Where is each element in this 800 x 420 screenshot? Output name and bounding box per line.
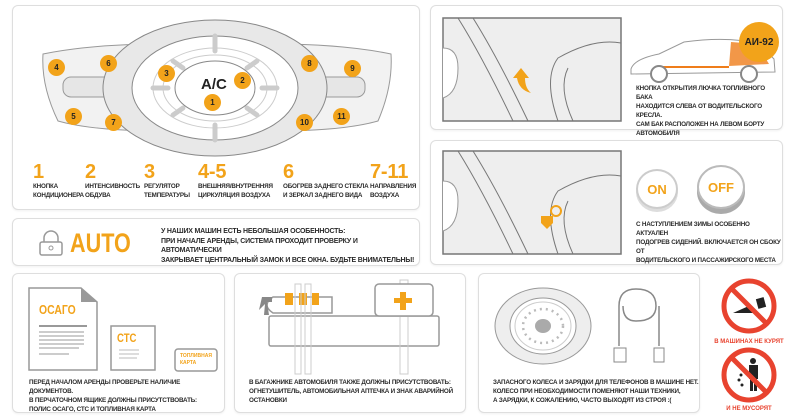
text-line: закрывает центральный замок и все окна. … xyxy=(161,256,415,264)
spare-description: Запасного колеса и зарядки для телефонов… xyxy=(493,378,699,405)
no-smoking-icon xyxy=(721,278,777,334)
marker-9: 9 xyxy=(344,60,361,77)
seat-heating-on-button[interactable]: ON xyxy=(636,169,678,209)
spare-wheel-panel: Запасного колеса и зарядки для телефонов… xyxy=(478,273,700,413)
marker-10: 10 xyxy=(296,114,313,131)
fuel-lever-illustration xyxy=(442,17,622,122)
legend-line: циркуляция воздуха xyxy=(198,192,271,199)
no-littering-label: и не мусорят xyxy=(726,406,772,412)
no-smoking-label: В машинах не курят xyxy=(714,339,784,345)
auto-title: AUTO xyxy=(70,228,131,258)
legend-item: 4-5Внешняя/внутренняя циркуляция воздуха xyxy=(198,162,273,200)
text-line: а зарядки, к сожалению, часто выходят из… xyxy=(493,397,672,404)
text-line: водительского и пассажирского места xyxy=(636,257,776,264)
on-label: ON xyxy=(647,181,667,197)
legend-line: Интенсивность xyxy=(85,183,140,190)
marker-1: 1 xyxy=(204,94,221,111)
text-line: полис ОСАГО, СТС и топливная карта xyxy=(29,406,156,413)
osago-label: ОСАГО xyxy=(39,302,76,317)
off-label: OFF xyxy=(708,179,734,195)
trunk-description: В багажнике автомобиля также должны прис… xyxy=(249,378,453,405)
marker-5: 5 xyxy=(65,108,82,125)
legend-line: Обогрев заднего стекла xyxy=(283,183,369,190)
sts-label: СТС xyxy=(117,331,137,345)
legend-line: Регулятор xyxy=(144,183,180,190)
legend-line: кондиционера xyxy=(33,192,84,199)
legend-number: 2 xyxy=(85,161,96,183)
text-line: Запасного колеса и зарядки для телефонов… xyxy=(493,379,699,386)
fuel-type-label: АИ-92 xyxy=(744,36,774,48)
legend-number: 7-11 xyxy=(370,161,409,183)
legend-line: и зеркал заднего вида xyxy=(283,192,363,199)
text-line: автомобиля xyxy=(636,130,680,137)
text-line: Кнопка открытия лючка топливного бака xyxy=(636,85,765,101)
legend-line: воздуха xyxy=(370,192,400,199)
text-line: У наших машин есть небольшая особенность… xyxy=(161,228,346,235)
fuel-type-badge: АИ-92 xyxy=(739,22,779,62)
seat-heating-off-button[interactable]: OFF xyxy=(697,165,745,209)
marker-3: 3 xyxy=(158,65,175,82)
legend-item: 7-11Направления воздуха xyxy=(370,162,416,200)
auto-description: У наших машин есть небольшая особенность… xyxy=(161,227,419,265)
text-line: остановки xyxy=(249,397,287,404)
text-line: В багажнике автомобиля также должны прис… xyxy=(249,379,451,386)
fuel-description: Кнопка открытия лючка топливного бака на… xyxy=(636,84,782,138)
seat-heating-description: С наступлением зимы особенно актуален по… xyxy=(636,220,782,265)
marker-8: 8 xyxy=(301,55,318,72)
ac-label[interactable]: A/C xyxy=(201,76,227,93)
documents-panel: ОСАГО СТС Топливная карта Перед началом … xyxy=(12,273,225,413)
legend-item: 3Регулятор температуры xyxy=(144,162,190,200)
text-line: Перед началом аренды проверьте наличие д… xyxy=(29,379,181,395)
legend-line: Кнопка xyxy=(33,183,59,190)
trunk-equipment-illustration xyxy=(259,279,440,375)
documents-illustration xyxy=(28,287,218,372)
lock-icon xyxy=(39,230,63,256)
legend-number: 1 xyxy=(33,161,44,183)
text-line: Сам бак расположен на левом борту xyxy=(636,121,765,128)
legend-number: 3 xyxy=(144,161,155,183)
legend-item: 2Интенсивность обдува xyxy=(85,162,140,200)
text-line: находится слева от водительского кресла. xyxy=(636,103,762,119)
legend-line: Внешняя/внутренняя xyxy=(198,183,273,190)
legend-number: 6 xyxy=(283,161,294,183)
seat-heating-switch-illustration xyxy=(442,150,622,255)
marker-6: 6 xyxy=(100,55,117,72)
legend-line: обдува xyxy=(85,192,111,199)
charging-cable-icon xyxy=(613,288,665,363)
text-line: С наступлением зимы особенно актуален xyxy=(636,221,750,237)
no-littering-icon xyxy=(721,347,777,403)
legend-line: Направления xyxy=(370,183,417,190)
fuel-panel: АИ-92 Кнопка открытия лючка топливного б… xyxy=(430,5,783,137)
auto-lock-panel: AUTO У наших машин есть небольшая особен… xyxy=(12,218,420,266)
text-line: огнетушитель, автомобильная аптечка и зн… xyxy=(249,388,453,395)
legend-item: 6Обогрев заднего стекла и зеркал заднего … xyxy=(283,162,369,200)
trunk-panel: В багажнике автомобиля также должны прис… xyxy=(234,273,466,413)
text-line: При начале аренды, система проходит пров… xyxy=(161,237,358,255)
legend-item: 1Кнопка кондиционера xyxy=(33,162,84,200)
text-line: Топливная xyxy=(180,353,212,359)
seat-heating-panel: ON OFF С наступлением зимы особенно акту… xyxy=(430,140,783,265)
spare-wheel-icon xyxy=(494,287,592,365)
marker-11: 11 xyxy=(333,108,350,125)
text-line: В перчаточном ящике должны присутствоват… xyxy=(29,397,197,404)
legend-line: температуры xyxy=(144,192,190,199)
documents-description: Перед началом аренды проверьте наличие д… xyxy=(29,378,224,414)
marker-2: 2 xyxy=(234,72,251,89)
marker-4: 4 xyxy=(48,59,65,76)
text-line: карта xyxy=(180,360,197,366)
marker-7: 7 xyxy=(105,114,122,131)
legend-number: 4-5 xyxy=(198,161,227,183)
text-line: Колесо при необходимости поменяют наши т… xyxy=(493,388,681,395)
text-line: подогрев сидений. Включается он сбоку от xyxy=(636,239,781,255)
fuel-card-label: Топливная карта xyxy=(180,353,212,367)
